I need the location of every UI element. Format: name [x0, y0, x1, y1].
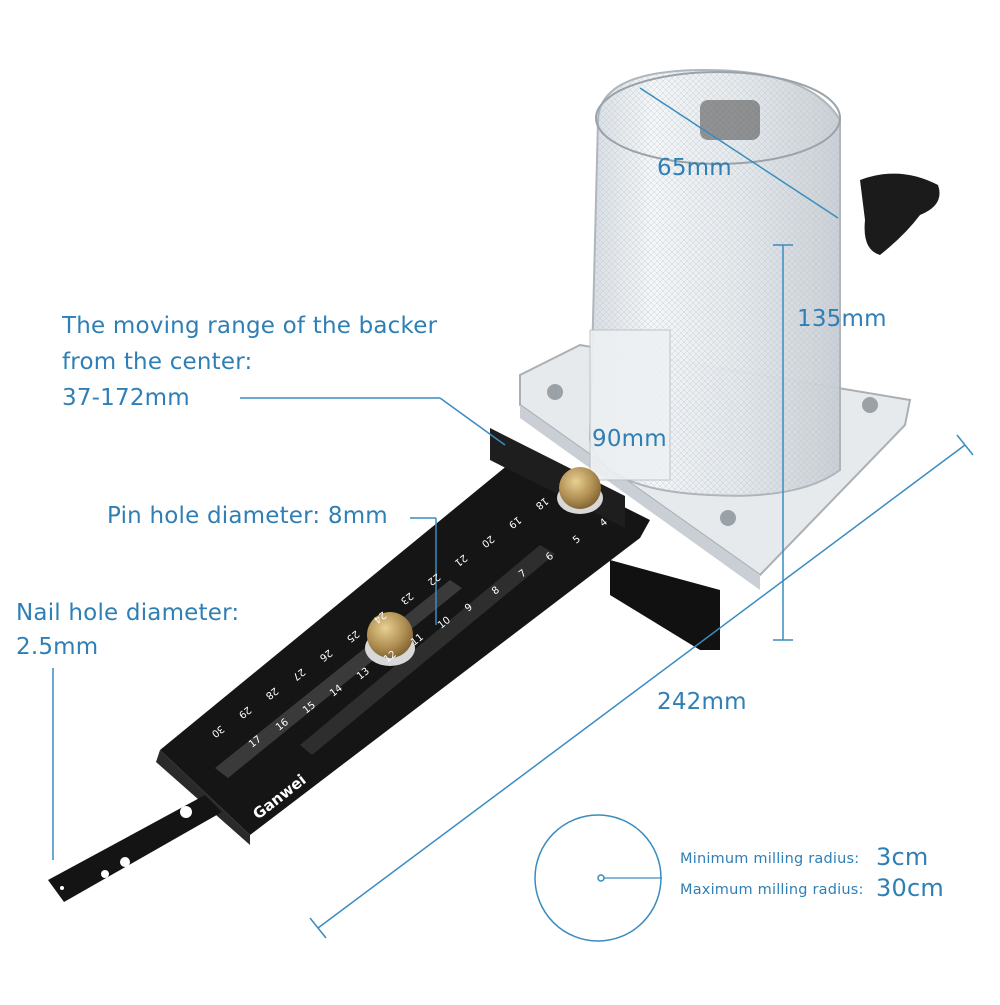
pin-hole-icon [180, 806, 192, 818]
max-radius-value: 30cm [876, 874, 944, 902]
nail-hole-value: 2.5mm [16, 634, 99, 660]
backer-range-line2: from the center: [62, 349, 253, 375]
min-radius-value: 3cm [876, 843, 929, 871]
max-radius-label: Maximum milling radius: [680, 882, 864, 898]
cylinder-height-label: 135mm [797, 306, 887, 332]
pin-hole-label: Pin hole diameter: 8mm [107, 503, 388, 529]
dimension-lines [52, 87, 974, 942]
ruler-number: 5 [571, 534, 583, 547]
ruler-number: 4 [598, 517, 610, 530]
ruler-number: 3 [625, 500, 637, 513]
base-width-label: 90mm [592, 426, 667, 452]
backer-range-line1: The moving range of the backer [62, 313, 438, 339]
upper-knob[interactable] [559, 467, 601, 509]
lower-knob[interactable] [367, 612, 413, 658]
nail-hole-icon [60, 886, 64, 890]
ruler-number: 9 [463, 602, 475, 615]
overall-length-label: 242mm [657, 689, 747, 715]
extension-arm [48, 795, 222, 902]
ruler-number: 7 [517, 568, 529, 581]
cylinder-width-label: 65mm [657, 155, 732, 181]
nail-hole-label: Nail hole diameter: [16, 600, 240, 626]
min-radius-label: Minimum milling radius: [680, 851, 860, 867]
clear-cylinder [588, 68, 940, 497]
ruler-number: 6 [544, 551, 556, 564]
backer-range-value: 37-172mm [62, 385, 190, 411]
ruler-number: 8 [490, 585, 502, 598]
brass-knobs [365, 467, 603, 666]
